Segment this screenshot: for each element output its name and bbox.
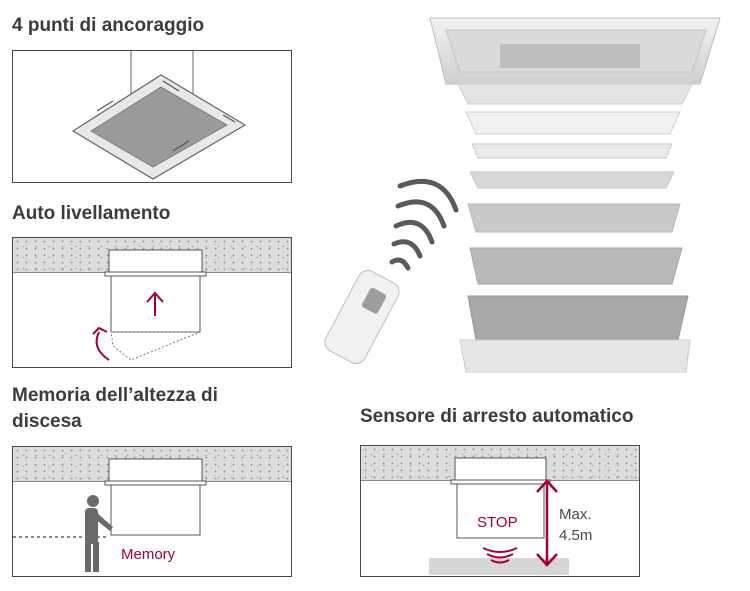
height-label: 4.5m (559, 527, 593, 544)
remote-control-icon (324, 269, 400, 365)
memory-panel: Memory (12, 446, 292, 577)
stop-sensor-illustration (429, 457, 569, 575)
anchor-heading: 4 punti di ancoraggio (12, 15, 205, 36)
memory-heading-line1: Memoria dell’altezza di (12, 385, 218, 406)
person-icon (85, 495, 113, 572)
memory-illustration (13, 458, 207, 572)
stop-sensor-panel: STOP Max. 4.5m (360, 445, 640, 577)
max-label: Max. (559, 506, 592, 523)
anchor-illustration (71, 51, 247, 180)
stop-label: STOP (477, 514, 518, 531)
stop-sensor-heading: Sensore di arresto automatico (360, 406, 634, 427)
auto-level-panel (12, 237, 292, 368)
auto-level-illustration (92, 249, 207, 361)
cassette-exploded-illustration (324, 17, 721, 373)
signal-waves-icon (389, 179, 459, 271)
memory-label: Memory (121, 546, 176, 563)
auto-level-heading: Auto livellamento (12, 203, 171, 224)
anchor-panel (12, 50, 292, 183)
memory-heading-line2: discesa (12, 411, 82, 432)
